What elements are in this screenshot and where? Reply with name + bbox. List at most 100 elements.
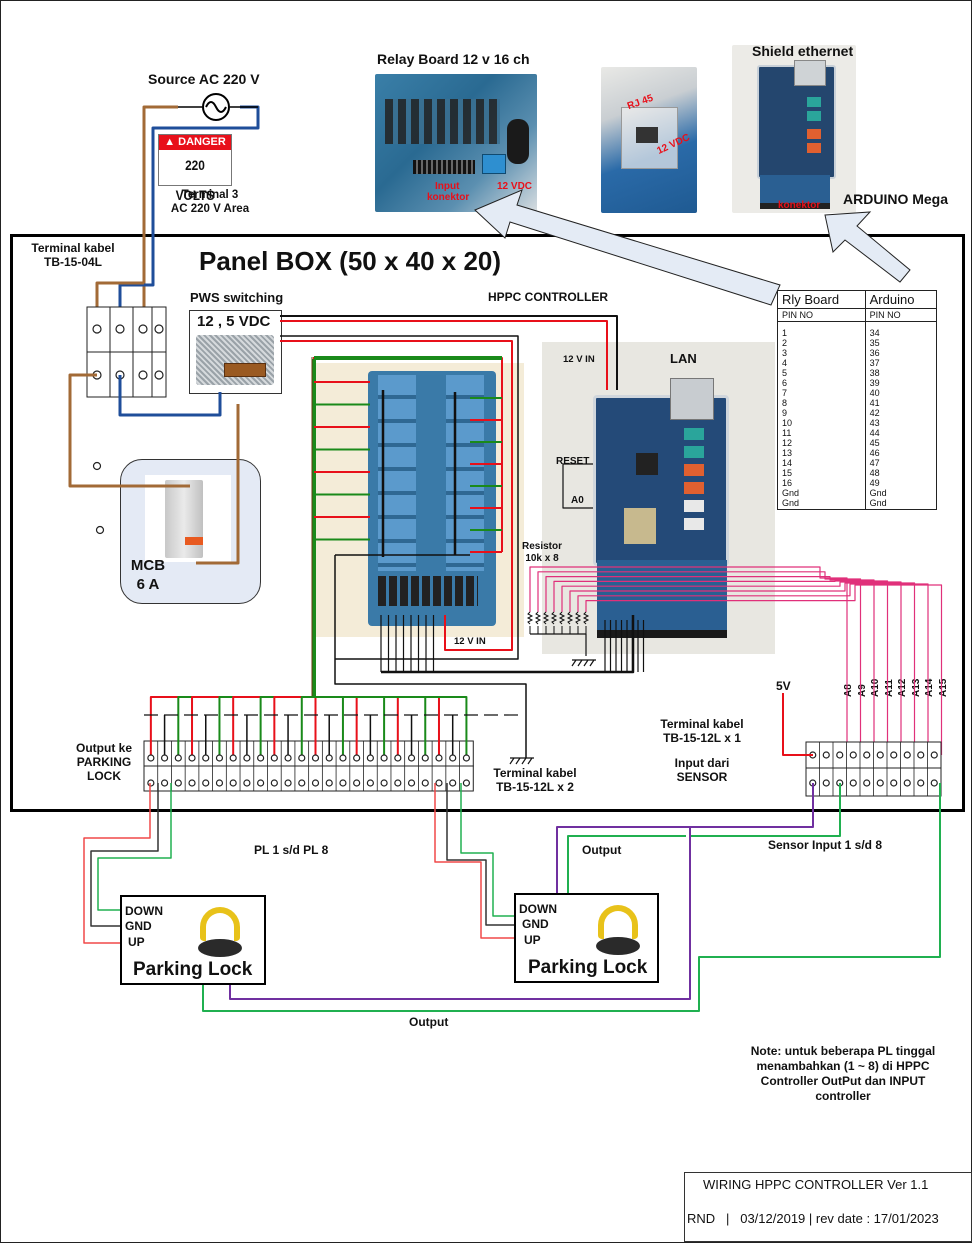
neutral-wire-source xyxy=(118,105,260,330)
output-screw-top-0 xyxy=(147,754,155,762)
output-screw-bottom-13 xyxy=(325,779,333,787)
pin-relay-8: 9 xyxy=(782,408,788,418)
output-screw-top-6 xyxy=(229,754,237,762)
mega-side-photo: RJ 45 12 VDC xyxy=(601,67,697,213)
panel-title: Panel BOX (50 x 40 x 20) xyxy=(199,246,502,276)
pl1-sensor-purple xyxy=(229,827,691,1000)
pin-relay-10: 11 xyxy=(782,428,792,438)
output-screw-top-1 xyxy=(160,754,169,762)
sensor-screw-top-4 xyxy=(863,751,871,759)
relay-konektor-tag: konektor xyxy=(427,192,470,203)
output-line3: LOCK xyxy=(87,769,121,783)
output-screw-bottom-15 xyxy=(353,779,361,787)
resistor-1 xyxy=(534,611,542,625)
output-screw-top-22 xyxy=(449,754,457,762)
five-volt-wire xyxy=(782,693,813,756)
tb04-screw-3 xyxy=(154,324,164,334)
sensor-pink-left-4 xyxy=(561,585,600,612)
sensor-screw-bottom-5 xyxy=(876,779,884,787)
sensor-pink-left-5 xyxy=(569,590,600,612)
tb04-line2: TB-15-04L xyxy=(43,255,102,269)
tb12x2-line1: Terminal kabel xyxy=(493,766,577,780)
tb12x1-line2: TB-15-12L x 1 xyxy=(663,731,741,745)
output-screw-top-12 xyxy=(311,754,320,762)
resistor-gnd-bus xyxy=(530,633,587,656)
output-screw-top-5 xyxy=(215,754,224,762)
panel-mount-hole-1 xyxy=(92,461,102,471)
output-line-23 xyxy=(314,696,468,758)
shield-ethernet-title: Shield ethernet xyxy=(752,43,854,59)
tb04-screw-7 xyxy=(154,370,164,380)
pin-relay-9: 10 xyxy=(782,418,793,428)
neutral-wire-pws xyxy=(118,375,222,417)
sensor-screw-top-9 xyxy=(930,751,938,759)
title-block: WIRING HPPC CONTROLLER Ver 1.1 RND | 03/… xyxy=(684,1172,972,1242)
sensor-input-label: Input dari SENSOR xyxy=(662,756,742,784)
output-screw-top-18 xyxy=(394,754,402,762)
output-screw-top-21 xyxy=(435,754,443,762)
pin-arduino-12: 46 xyxy=(869,448,880,458)
sensor-pink-right-1 xyxy=(600,571,862,755)
output-screw-bottom-21 xyxy=(435,779,443,787)
output-screw-bottom-5 xyxy=(215,779,224,787)
pin-arduino-8: 42 xyxy=(869,408,880,418)
pl2-gnd-label: GND xyxy=(522,917,549,931)
sensor-screw-bottom-4 xyxy=(863,779,871,787)
pin-relay-15: 16 xyxy=(782,478,793,488)
pin-relay-2: 3 xyxy=(782,348,788,358)
pin-relay-6: 7 xyxy=(782,388,788,398)
pin-arduino-9: 43 xyxy=(869,418,880,428)
pin-arduino-14: 48 xyxy=(869,468,880,478)
output-screw-bottom-12 xyxy=(311,779,320,787)
pin-arduino-15: 49 xyxy=(869,478,880,488)
resistor-5 xyxy=(566,611,574,625)
relay-board-photo: Input konektor 12 VDC xyxy=(375,74,537,212)
output-screw-top-9 xyxy=(270,754,278,762)
output-screw-bottom-1 xyxy=(160,779,169,787)
parking-lock-1: DOWN GND UP Parking Lock xyxy=(120,895,266,985)
pin-relay-0: 1 xyxy=(782,328,788,338)
resistor-0 xyxy=(526,611,534,625)
controller-12v-label: 12 V IN xyxy=(563,354,595,365)
arrow-to-arduino xyxy=(824,211,911,283)
sensor-screw-top-1 xyxy=(822,751,830,759)
pin-arduino-0: 34 xyxy=(869,328,880,338)
pws-box: 12 , 5 VDC xyxy=(189,310,282,394)
pin-relay-7: 8 xyxy=(782,398,788,408)
output-line-11 xyxy=(300,696,314,758)
output-screw-top-16 xyxy=(366,754,374,762)
pws-label: PWS switching xyxy=(190,290,284,305)
output-screw-bottom-11 xyxy=(298,779,306,787)
output-screw-top-15 xyxy=(353,754,361,762)
tb12x2-line2: TB-15-12L x 2 xyxy=(496,780,574,794)
panel-mount-hole-2 xyxy=(95,525,105,535)
pin-arduino-13: 47 xyxy=(869,458,880,468)
mcb-line1: MCB xyxy=(130,557,166,574)
pl1-down-wire xyxy=(97,783,172,911)
sensor-pink-right-4 xyxy=(600,581,902,755)
resistor-2 xyxy=(542,611,550,625)
pin-relay-1: 2 xyxy=(782,338,788,348)
pl2-up-label: UP xyxy=(524,933,541,947)
output-screw-top-4 xyxy=(202,754,210,762)
output-screw-bottom-14 xyxy=(339,779,347,787)
mcb-image xyxy=(145,475,231,562)
pin-relay-11: 12 xyxy=(782,438,793,448)
pl2-up-wire xyxy=(434,783,514,939)
pin-arduino-3: 37 xyxy=(869,358,880,368)
pws-12v-relay xyxy=(280,340,513,651)
output-screw-top-20 xyxy=(421,754,429,762)
live-wire-pws xyxy=(196,404,240,565)
output-screw-top-14 xyxy=(339,754,347,762)
resistor-3 xyxy=(550,611,558,625)
output-line2: PARKING xyxy=(76,755,132,769)
output-screw-top-13 xyxy=(325,754,333,762)
five-volt-label: 5V xyxy=(776,679,791,693)
resistor-label: Resistor 10k x 8 xyxy=(512,541,572,565)
output-screw-top-7 xyxy=(243,754,251,762)
pin-arduino-2: 36 xyxy=(869,348,880,358)
sensor-pink-right-3 xyxy=(600,580,889,755)
sensor-line1: Input dari xyxy=(674,756,730,770)
sensor-pink-left-0 xyxy=(529,566,600,612)
pin-table-header-arduino: Arduino xyxy=(864,290,938,309)
